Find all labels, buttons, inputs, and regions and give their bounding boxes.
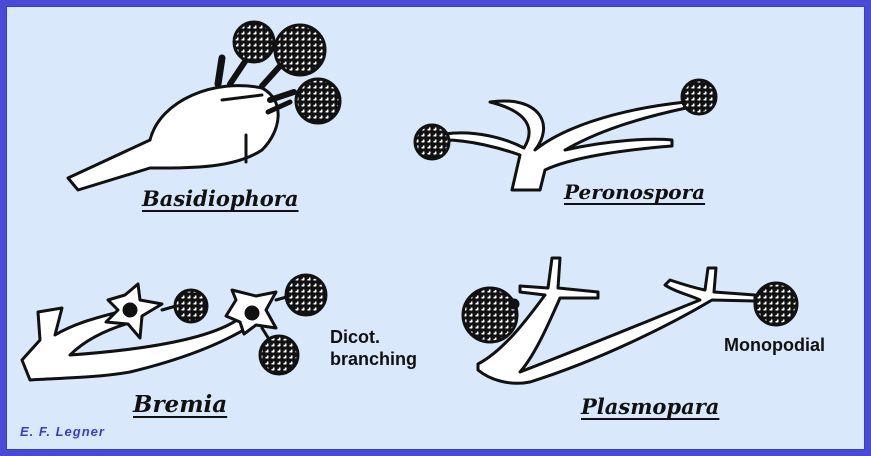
peronospora-drawing <box>413 78 718 192</box>
author-credit: E. F. Legner <box>20 424 105 439</box>
basidiophora-label: Basidiophora <box>142 186 299 211</box>
bremia-label: Bremia <box>133 391 228 418</box>
monopodial-note: Monopodial <box>724 335 825 355</box>
dicot-branching-note: Dicot. branching <box>330 326 417 370</box>
dicot-note-line2: branching <box>330 349 418 369</box>
plasmopara-label: Plasmopara <box>581 394 720 419</box>
bremia-drawing <box>20 273 328 382</box>
basidiophora-drawing <box>66 20 342 192</box>
dicot-note-line1: Dicot. <box>330 327 381 347</box>
diagram-panel <box>6 6 865 450</box>
peronospora-label: Peronospora <box>564 180 706 204</box>
plasmopara-drawing <box>461 256 799 385</box>
